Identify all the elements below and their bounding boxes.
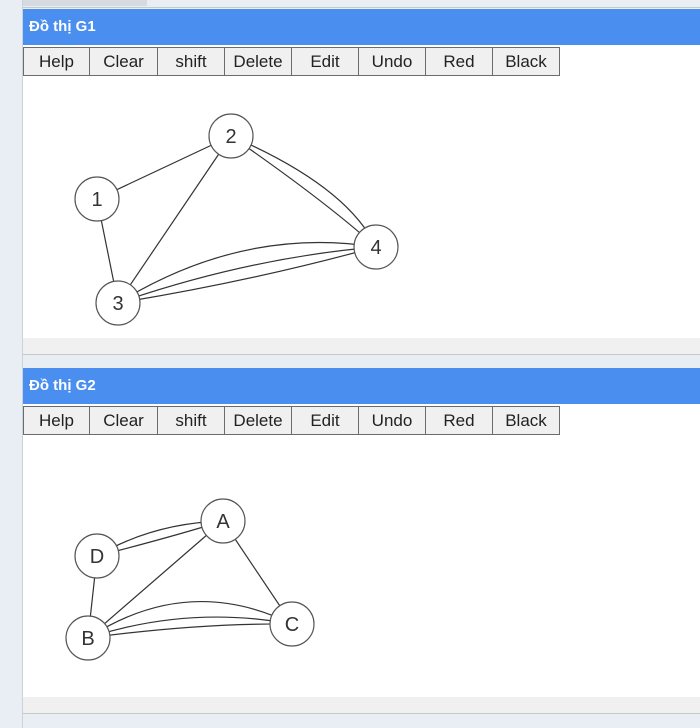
shift-button[interactable]: shift (157, 47, 225, 76)
black-button[interactable]: Black (492, 406, 560, 435)
shift-button[interactable]: shift (157, 406, 225, 435)
graph-panel-g2: Đồ thị G2 Help Clear shift Delete Edit U… (23, 368, 700, 713)
panel-footer-g1 (23, 338, 700, 354)
edge-a-b[interactable] (87, 520, 224, 639)
graph-canvas-g2[interactable]: A B C D (23, 435, 700, 697)
edit-button[interactable]: Edit (291, 47, 359, 76)
help-button[interactable]: Help (23, 47, 90, 76)
edge-2-4-a[interactable] (230, 135, 377, 248)
panel-title-g1: Đồ thị G1 (23, 9, 700, 45)
node-label-1: 1 (91, 189, 102, 211)
top-tab[interactable] (23, 0, 147, 6)
node-c[interactable]: C (269, 601, 315, 647)
undo-button[interactable]: Undo (358, 47, 426, 76)
edge-b-c-b[interactable] (87, 616, 293, 639)
black-button[interactable]: Black (492, 47, 560, 76)
graph-canvas-g1[interactable]: 1 2 3 4 (23, 76, 700, 338)
node-b[interactable]: B (65, 615, 111, 661)
graph-panel-g1: Đồ thị G1 Help Clear shift Delete Edit U… (23, 9, 700, 354)
node-label-2: 2 (225, 126, 236, 148)
edge-3-4-a[interactable] (117, 241, 377, 304)
clear-button[interactable]: Clear (89, 47, 158, 76)
node-label-a: A (216, 511, 230, 533)
edge-2-3[interactable] (117, 135, 232, 304)
node-label-4: 4 (370, 237, 381, 259)
node-2[interactable]: 2 (208, 113, 254, 159)
red-button[interactable]: Red (425, 47, 493, 76)
edge-2-4-b[interactable] (230, 135, 377, 248)
node-label-d: D (90, 546, 104, 568)
node-label-b: B (81, 628, 94, 650)
delete-button[interactable]: Delete (224, 406, 292, 435)
toolbar-g1: Help Clear shift Delete Edit Undo Red Bl… (23, 47, 560, 76)
edge-b-c-c[interactable] (87, 623, 293, 639)
panel-footer-g2 (23, 697, 700, 713)
help-button[interactable]: Help (23, 406, 90, 435)
node-label-3: 3 (112, 293, 123, 315)
node-3[interactable]: 3 (95, 280, 141, 326)
bottom-divider (23, 713, 700, 714)
panel-title-g2: Đồ thị G2 (23, 368, 700, 404)
delete-button[interactable]: Delete (224, 47, 292, 76)
node-a[interactable]: A (200, 498, 246, 544)
edge-3-4-c[interactable] (117, 246, 377, 304)
node-1[interactable]: 1 (74, 176, 120, 222)
red-button[interactable]: Red (425, 406, 493, 435)
node-d[interactable]: D (74, 533, 120, 579)
panel-divider (23, 354, 700, 355)
top-divider (23, 7, 700, 8)
edge-1-2[interactable] (96, 135, 232, 200)
toolbar-g2: Help Clear shift Delete Edit Undo Red Bl… (23, 406, 560, 435)
edge-3-4-b[interactable] (117, 246, 377, 304)
undo-button[interactable]: Undo (358, 406, 426, 435)
edit-button[interactable]: Edit (291, 406, 359, 435)
node-label-c: C (285, 614, 299, 636)
edge-b-c-a[interactable] (87, 601, 293, 639)
clear-button[interactable]: Clear (89, 406, 158, 435)
node-4[interactable]: 4 (353, 224, 399, 270)
left-rail (0, 0, 23, 728)
